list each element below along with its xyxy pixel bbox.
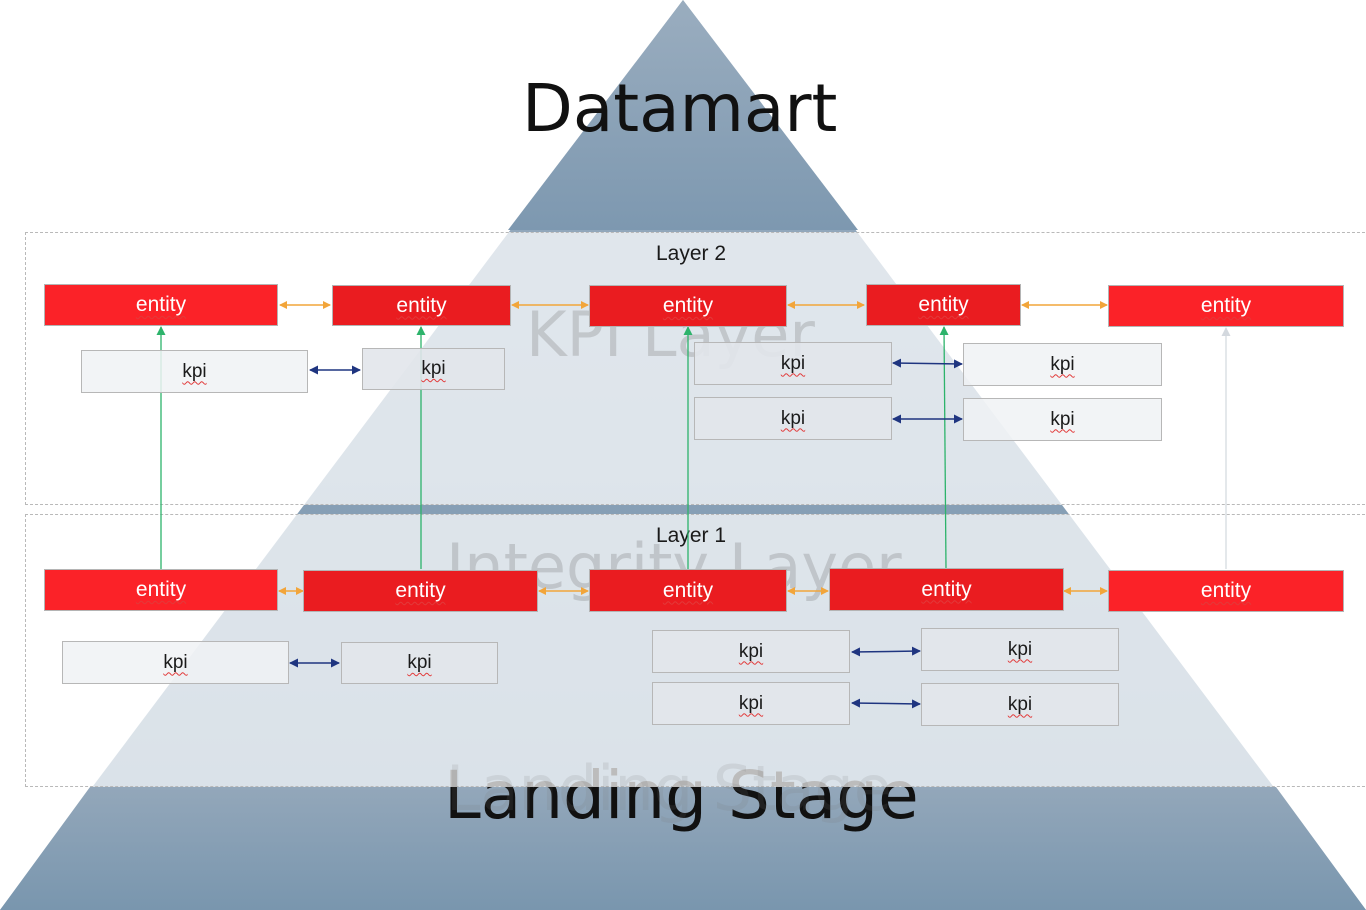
- l1-entity-4[interactable]: entity: [829, 568, 1064, 611]
- entity-label: entity: [396, 293, 447, 317]
- kpi-label: kpi: [163, 651, 188, 673]
- entity-label: entity: [395, 579, 446, 602]
- layer-2-label: Layer 2: [656, 242, 727, 265]
- pyramid-top-segment: [508, 0, 858, 230]
- kpi-label: kpi: [421, 358, 446, 379]
- l1-kpi-6[interactable]: kpi: [921, 683, 1119, 726]
- kpi-label: kpi: [182, 360, 207, 382]
- l2-kpi-6[interactable]: kpi: [963, 398, 1162, 441]
- kpi-label: kpi: [738, 640, 764, 662]
- l2-entity-5[interactable]: entity: [1108, 285, 1344, 327]
- pyramid-bottom-segment: [0, 787, 1366, 910]
- kpi-label: kpi: [1050, 353, 1075, 375]
- l2-kpi-3[interactable]: kpi: [694, 342, 892, 385]
- l1-kpi-2[interactable]: kpi: [341, 642, 498, 684]
- l1-entity-3[interactable]: entity: [589, 569, 787, 612]
- l2-entity-2[interactable]: entity: [332, 285, 511, 326]
- entity-label: entity: [1200, 579, 1252, 602]
- l1-entity-1[interactable]: entity: [44, 569, 278, 611]
- l1-kpi-1[interactable]: kpi: [62, 641, 289, 684]
- kpi-label: kpi: [407, 652, 432, 673]
- l1-kpi-5[interactable]: kpi: [652, 682, 850, 725]
- l1-kpi-3[interactable]: kpi: [652, 630, 850, 673]
- entity-label: entity: [662, 578, 714, 602]
- datamart-label: Datamart: [522, 70, 838, 147]
- kpi-label: kpi: [1007, 693, 1033, 715]
- entity-label: entity: [1200, 294, 1252, 317]
- l2-entity-1[interactable]: entity: [44, 284, 278, 326]
- l2-entity-3[interactable]: entity: [589, 285, 787, 327]
- entity-label: entity: [135, 293, 187, 316]
- l2-kpi-4[interactable]: kpi: [963, 343, 1162, 386]
- l2-entity-4[interactable]: entity: [866, 284, 1021, 326]
- landing-stage-watermark: Landing Stage: [446, 752, 892, 825]
- entity-label: entity: [921, 577, 972, 601]
- l1-kpi-4[interactable]: kpi: [921, 628, 1119, 671]
- kpi-label: kpi: [1007, 638, 1033, 660]
- kpi-label: kpi: [780, 352, 806, 374]
- l1-entity-2[interactable]: entity: [303, 570, 538, 612]
- l2-kpi-2[interactable]: kpi: [362, 348, 505, 390]
- kpi-label: kpi: [1050, 408, 1075, 430]
- l2-kpi-1[interactable]: kpi: [81, 350, 308, 393]
- layer-1-label: Layer 1: [656, 524, 727, 547]
- entity-label: entity: [918, 293, 969, 316]
- entity-label: entity: [662, 294, 714, 317]
- l1-entity-5[interactable]: entity: [1108, 570, 1344, 612]
- l2-kpi-5[interactable]: kpi: [694, 397, 892, 440]
- entity-label: entity: [135, 578, 187, 601]
- kpi-label: kpi: [780, 407, 806, 429]
- kpi-label: kpi: [738, 692, 764, 714]
